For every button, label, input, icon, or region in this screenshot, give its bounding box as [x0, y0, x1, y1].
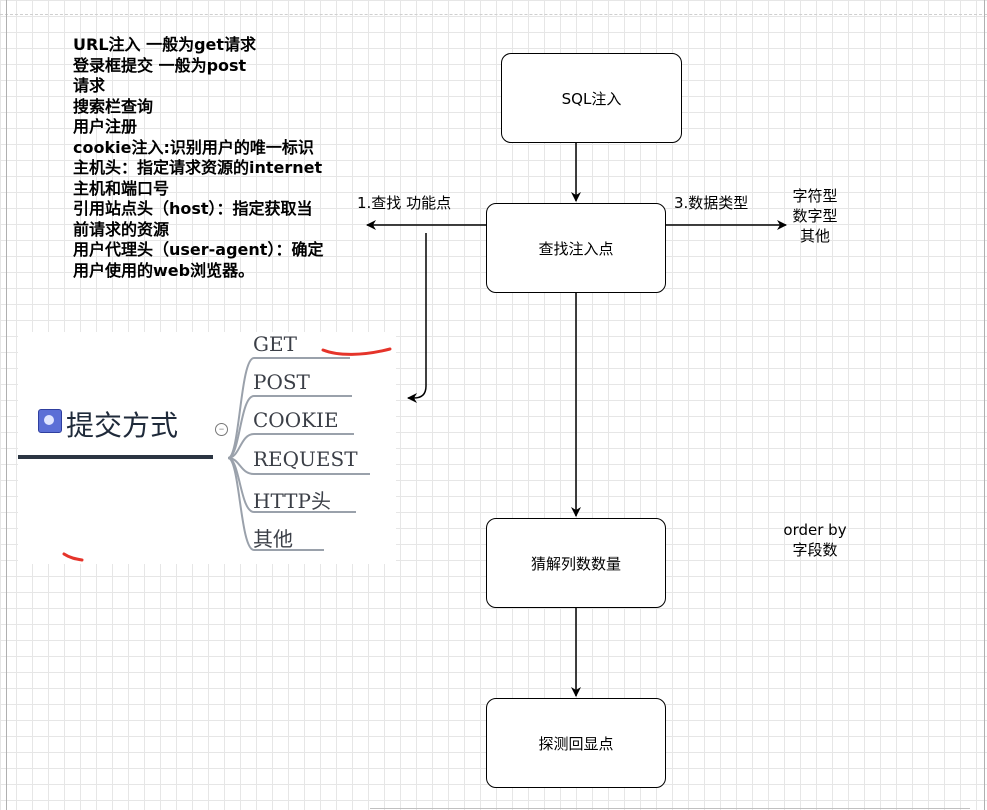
mindmap-root: 提交方式: [38, 404, 178, 444]
mindmap-item: HTTP头: [253, 489, 331, 513]
canvas-left-border: [6, 0, 7, 810]
collapse-icon[interactable]: −: [215, 423, 228, 436]
mindmap-item: COOKIE: [253, 408, 339, 432]
note-line: 登录框提交 一般为post: [73, 55, 247, 75]
canvas-bottom-border: [370, 808, 970, 809]
order-by-line: order by: [783, 521, 847, 539]
box-sql-injection[interactable]: SQL注入: [501, 53, 682, 143]
notes-block: URL注入 一般为get请求 登录框提交 一般为post 请求 搜索栏查询 用户…: [73, 35, 363, 281]
order-by-note: order by 字段数: [772, 520, 858, 560]
note-line: 用户代理头（user-agent）：确定: [73, 240, 324, 259]
canvas-top-border: [0, 0, 987, 15]
data-type-list: 字符型 数字型 其他: [780, 186, 850, 246]
box-find-injection-point[interactable]: 查找注入点: [486, 203, 666, 293]
mindmap-topic-icon: [38, 409, 62, 433]
arrow-to-mindmap[interactable]: [407, 233, 427, 403]
note-line: 用户使用的web浏览器。: [73, 260, 255, 280]
mindmap-item: POST: [253, 370, 310, 394]
note-line: 前请求的资源: [73, 219, 170, 239]
box-label: 探测回显点: [538, 734, 614, 753]
red-mark: [62, 552, 84, 562]
mindmap-branches: [18, 347, 392, 562]
box-label: 查找注入点: [538, 239, 614, 258]
note-line: 搜索栏查询: [73, 96, 154, 116]
submission-method-mindmap: 提交方式 − GET POST COOKIE REQUEST HTTP头 其他: [18, 332, 396, 564]
mindmap-item: GET: [253, 332, 297, 356]
box-guess-column-count[interactable]: 猜解列数数量: [486, 518, 666, 608]
data-type-item: 数字型: [792, 207, 838, 225]
note-line: 主机头：指定请求资源的internet: [73, 158, 323, 177]
mindmap-root-label: 提交方式: [66, 409, 179, 442]
note-line: cookie注入:识别用户的唯一标识: [73, 137, 314, 157]
data-type-item: 字符型: [792, 187, 838, 205]
edge-label-data-type: 3.数据类型: [674, 194, 749, 212]
box-label: SQL注入: [561, 89, 622, 108]
order-by-line: 字段数: [792, 541, 838, 559]
note-line: URL注入 一般为get请求: [73, 35, 257, 54]
mindmap-item: REQUEST: [253, 447, 358, 471]
canvas-right-border: [984, 0, 985, 810]
box-label: 猜解列数数量: [530, 554, 621, 573]
mindmap-item: 其他: [253, 527, 293, 551]
box-detect-echo-point[interactable]: 探测回显点: [486, 698, 666, 788]
note-line: 引用站点头（host）：指定获取当: [73, 199, 313, 218]
red-underline-mark: [321, 347, 392, 356]
data-type-item: 其他: [799, 227, 830, 245]
note-line: 主机和端口号: [73, 178, 170, 198]
edge-label-function-point: 1.查找 功能点: [357, 194, 452, 212]
note-line: 用户注册: [73, 117, 138, 136]
note-line: 请求: [73, 76, 106, 95]
